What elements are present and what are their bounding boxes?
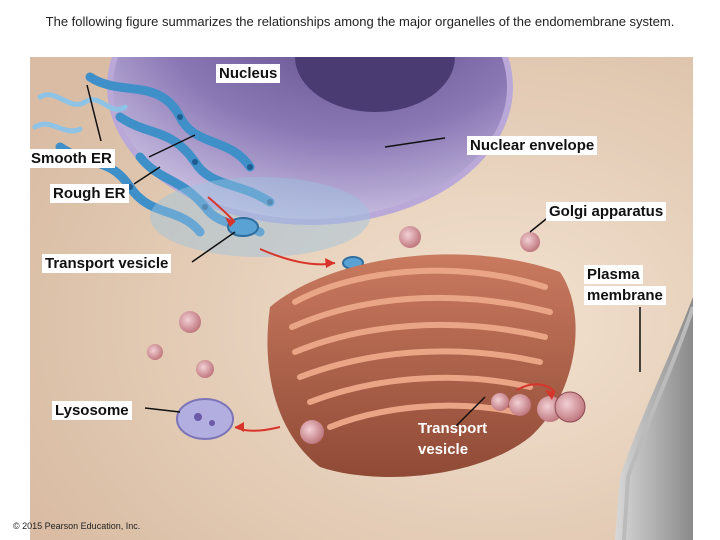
label-transport-vesicle-bottom-line1: Transport <box>418 420 488 437</box>
smooth-er <box>32 92 128 134</box>
golgi-cisternae <box>289 267 553 430</box>
label-plasma-membrane-line2: membrane <box>584 286 666 305</box>
label-plasma-membrane-line1: Plasma <box>584 265 643 284</box>
label-smooth-er: Smooth ER <box>28 149 115 168</box>
label-rough-er: Rough ER <box>50 184 129 203</box>
secretory-vesicle <box>554 391 586 423</box>
label-lysosome: Lysosome <box>52 401 132 420</box>
figure-caption: The following figure summarizes the rela… <box>45 14 675 29</box>
label-nucleus: Nucleus <box>216 64 281 83</box>
label-golgi-apparatus: Golgi apparatus <box>546 202 667 221</box>
nucleolus <box>295 57 455 112</box>
transport-vesicle-top <box>227 217 259 237</box>
lysosome-organelle <box>176 398 234 440</box>
label-transport-vesicle-top: Transport vesicle <box>42 254 172 273</box>
label-transport-vesicle-bottom-line2: vesicle <box>418 441 469 458</box>
copyright-notice: © 2015 Pearson Education, Inc. <box>13 521 141 531</box>
label-nuclear-envelope: Nuclear envelope <box>467 136 598 155</box>
rough-er-ribosomes <box>127 114 273 210</box>
